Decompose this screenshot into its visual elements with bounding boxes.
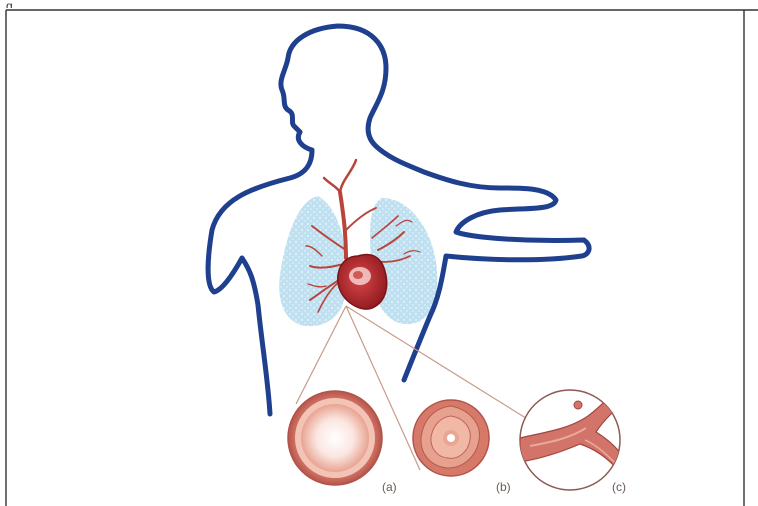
- label-b: (b): [496, 480, 511, 494]
- label-c: (c): [612, 480, 626, 494]
- label-a: (a): [382, 480, 397, 494]
- vessel-branch-c: [520, 388, 628, 490]
- heart: [338, 255, 387, 310]
- left-lung: [279, 196, 347, 326]
- vessel-cross-section-b: [413, 400, 489, 476]
- vessel-cross-section-a: [288, 391, 382, 485]
